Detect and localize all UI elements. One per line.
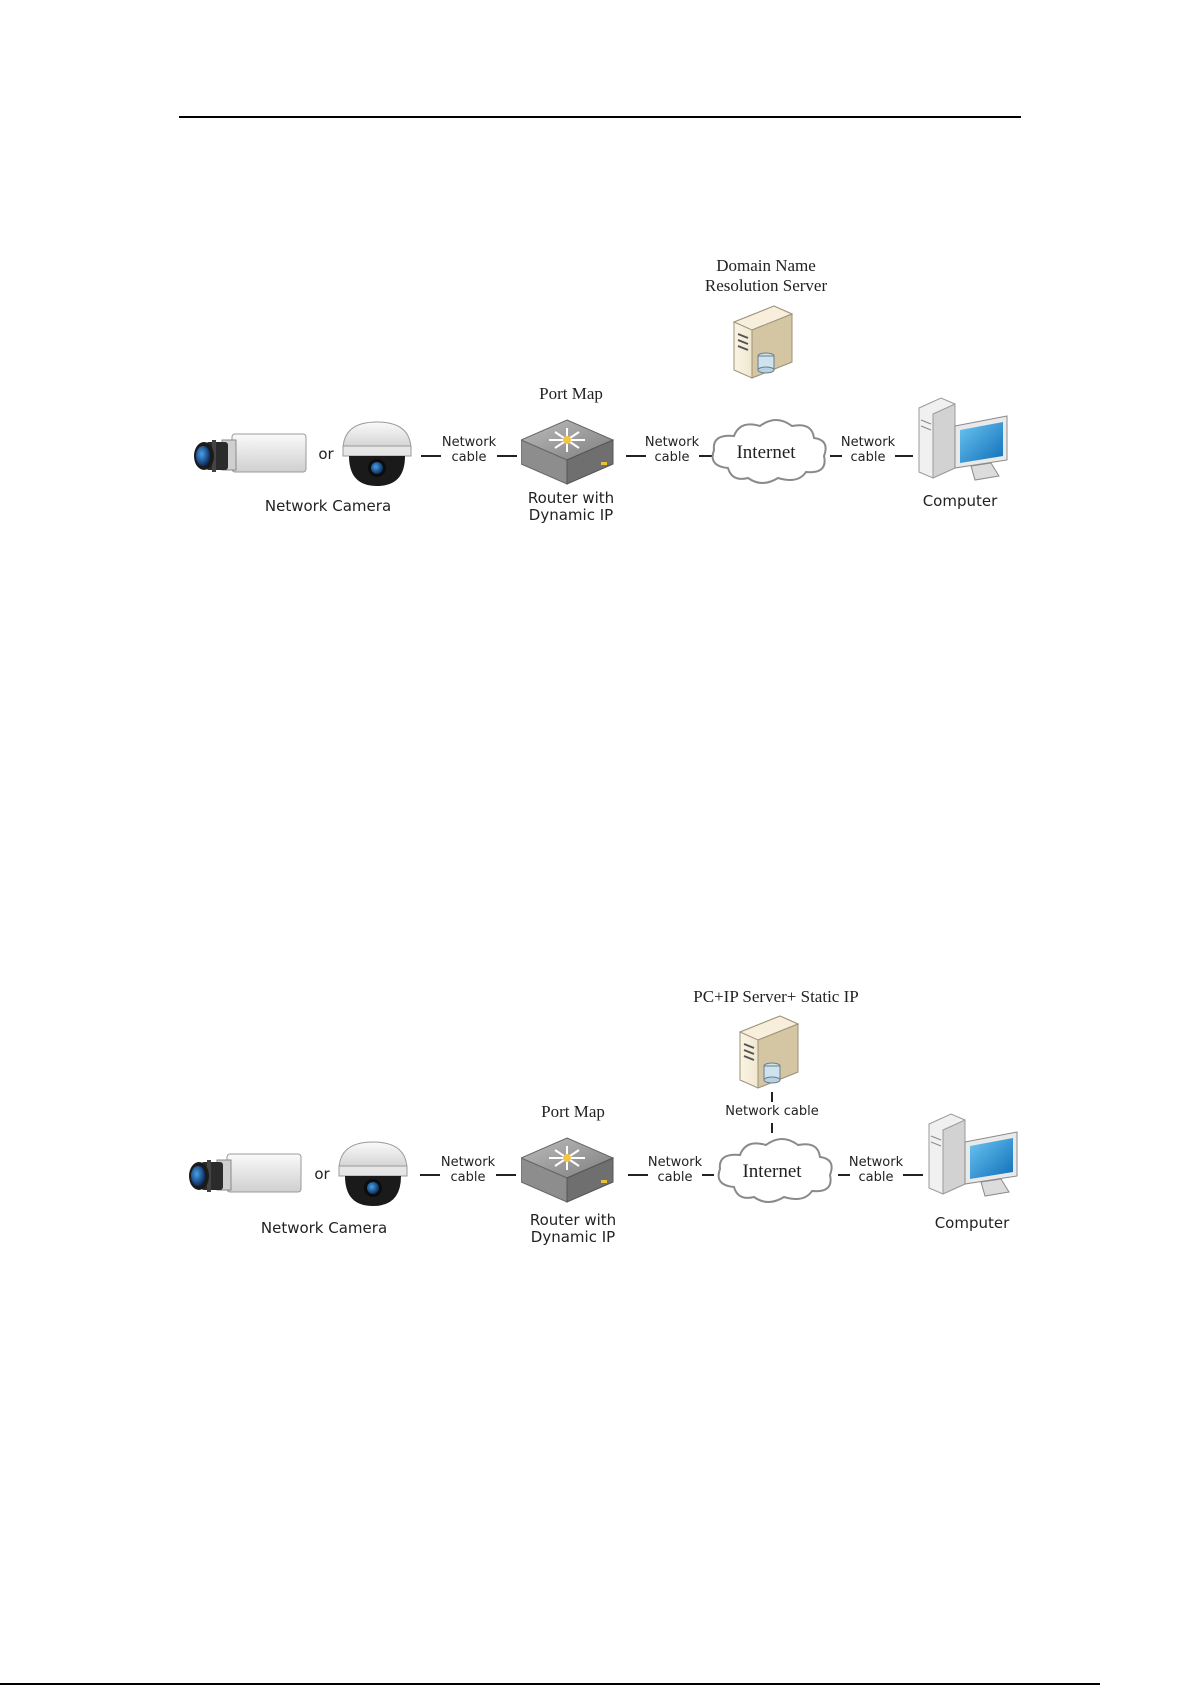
dns-server-icon [730, 300, 796, 382]
cable-line [895, 455, 913, 457]
cable-line [771, 1092, 773, 1102]
dome-camera-icon [335, 1140, 411, 1208]
computer-label: Computer [935, 1215, 1010, 1232]
or-label: or [318, 446, 333, 463]
box-camera-icon [192, 428, 310, 476]
dome-camera-icon [339, 420, 415, 488]
computer-label: Computer [923, 493, 998, 510]
port-map-label: Port Map [541, 1102, 605, 1122]
dns-server-title: Domain Name Resolution Server [705, 256, 827, 295]
router-label: Router with Dynamic IP [528, 490, 614, 525]
cable-line [903, 1174, 923, 1176]
ip-server-title: PC+IP Server+ Static IP [693, 987, 858, 1007]
port-map-label: Port Map [539, 384, 603, 404]
cable-line [496, 1174, 516, 1176]
internet-label: Internet [736, 442, 795, 464]
router-icon [521, 418, 615, 486]
diagram-ddns: Domain Name Resolution Server Port Map o… [0, 240, 1192, 540]
cable-line [497, 455, 517, 457]
router-label: Router with Dynamic IP [530, 1212, 616, 1247]
or-label: or [314, 1166, 329, 1183]
box-camera-icon [187, 1148, 305, 1196]
internet-label: Internet [742, 1161, 801, 1183]
network-camera-label: Network Camera [265, 498, 391, 515]
computer-icon [925, 1110, 1021, 1200]
ip-server-icon [736, 1010, 802, 1092]
cable-line [771, 1123, 773, 1133]
diagram-ip-server: PC+IP Server+ Static IP Network cable Po… [0, 980, 1192, 1280]
router-icon [521, 1136, 615, 1204]
network-camera-label: Network Camera [261, 1220, 387, 1237]
computer-icon [915, 394, 1011, 484]
server-cable-label: Network cable [725, 1105, 818, 1120]
header-rule [179, 116, 1021, 118]
